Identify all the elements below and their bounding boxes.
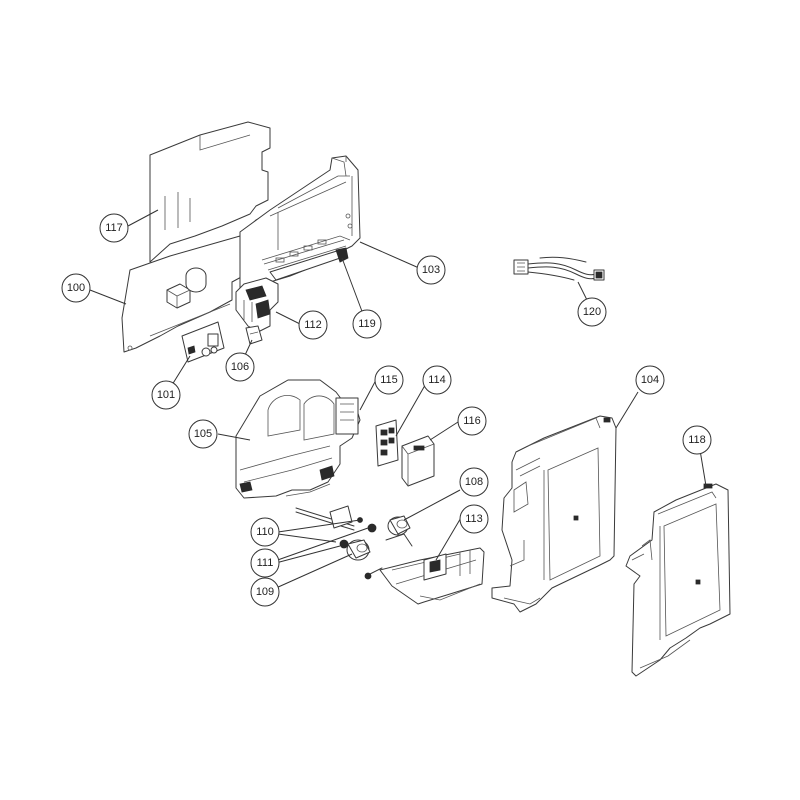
callout-100-label: 100: [67, 282, 85, 294]
leader-108: [403, 489, 461, 521]
callout-101: 101: [151, 380, 181, 410]
leader-105: [217, 433, 251, 441]
leader-110a: [277, 519, 361, 533]
leader-116: [429, 421, 459, 441]
leader-103: [359, 241, 420, 269]
callout-106: 106: [225, 352, 255, 382]
callout-106-label: 106: [231, 361, 249, 373]
part-106-connector: [245, 325, 263, 345]
part-119-rail: [269, 247, 349, 281]
callout-109: 109: [250, 577, 280, 607]
callout-112: 112: [298, 310, 328, 340]
part-104-front-cover: [491, 415, 617, 613]
callout-119-label: 119: [358, 318, 376, 330]
part-110-111-shaft-screws: [295, 505, 383, 580]
part-117-cover-plate: [149, 121, 271, 263]
part-105-housing: [235, 379, 361, 499]
callout-116: 116: [457, 406, 487, 436]
callout-110: 110: [250, 517, 280, 547]
callout-113: 113: [459, 504, 489, 534]
callout-120-label: 120: [583, 306, 601, 318]
leader-110b: [277, 533, 337, 543]
callout-120: 120: [577, 297, 607, 327]
part-109-knob: [346, 539, 371, 561]
callout-111: 111: [250, 548, 280, 578]
part-116-small-cover: [401, 435, 435, 487]
callout-116-label: 116: [463, 415, 481, 427]
callout-108: 108: [459, 467, 489, 497]
leader-111b: [271, 545, 341, 565]
callout-105: 105: [188, 419, 218, 449]
part-101-small-pcb: [181, 321, 225, 363]
callout-118: 118: [682, 425, 712, 455]
callout-119: 119: [352, 309, 382, 339]
leader-lines: [89, 209, 707, 589]
part-114-terminal-strip: [375, 419, 399, 467]
callout-115: 115: [374, 365, 404, 395]
callout-100: 100: [61, 273, 91, 303]
callout-109-label: 109: [256, 586, 274, 598]
callout-108-label: 108: [465, 476, 483, 488]
leader-109: [275, 553, 353, 589]
callout-117: 117: [99, 213, 129, 243]
leader-114: [395, 379, 429, 437]
leader-112: [275, 311, 301, 325]
part-112-bracket: [235, 277, 279, 333]
callout-113-label: 113: [465, 513, 483, 525]
leader-113: [435, 515, 463, 561]
callout-110-label: 110: [256, 526, 274, 538]
callout-114: 114: [422, 365, 452, 395]
callout-103: 103: [416, 255, 446, 285]
callout-105-label: 105: [194, 428, 212, 440]
leader-111a: [271, 527, 369, 563]
part-120-wire-harness: [513, 256, 605, 281]
callout-104-label: 104: [641, 374, 659, 386]
leader-100: [89, 289, 127, 305]
callout-117-label: 117: [105, 222, 123, 234]
callout-112-label: 112: [304, 319, 322, 331]
part-118-rear-panel: [625, 483, 731, 677]
callout-118-label: 118: [688, 434, 706, 446]
part-108-knob: [387, 515, 411, 536]
callout-104: 104: [635, 365, 665, 395]
leader-118: [699, 449, 707, 487]
callout-115-label: 115: [380, 374, 398, 386]
leader-115: [359, 379, 377, 411]
callout-111-label: 111: [257, 557, 274, 569]
part-113-drain-tray: [379, 533, 485, 605]
callout-101-label: 101: [157, 389, 175, 401]
leader-104: [615, 391, 639, 429]
leader-117: [127, 209, 159, 227]
callout-114-label: 114: [428, 374, 446, 386]
callout-103-label: 103: [422, 264, 440, 276]
part-100-board-plate: [121, 211, 273, 353]
